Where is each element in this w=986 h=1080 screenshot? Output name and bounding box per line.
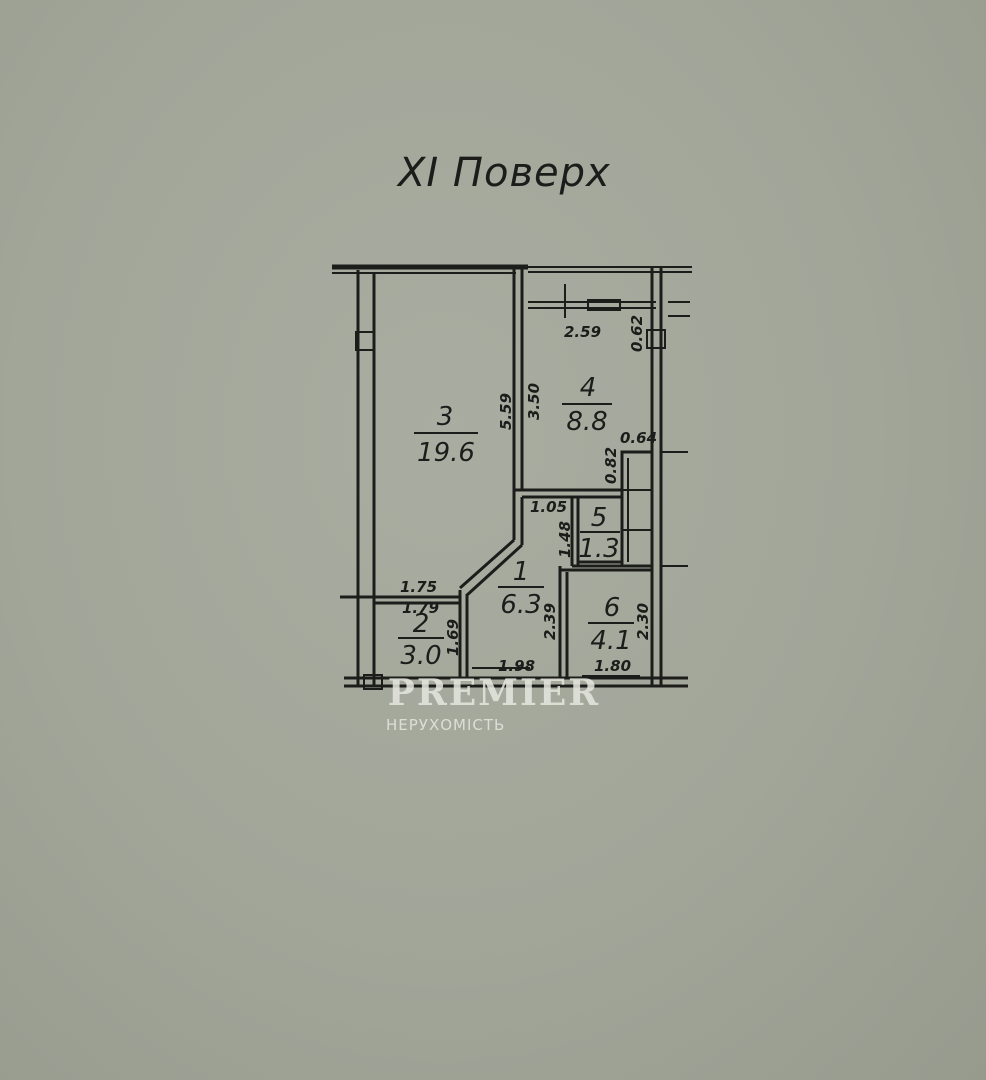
room-1-number: 1 [513,557,530,587]
room-5-area: 1.3 [578,534,619,564]
dim-label: 2.39 [541,603,559,640]
dim-label: 0.62 [628,315,646,352]
room-2-area: 3.0 [400,641,441,671]
room-6: 6 4.1 [588,593,634,656]
room-3-number: 3 [437,402,454,432]
dim-label: 1.48 [556,521,574,558]
dim-label: 0.64 [620,429,657,447]
room-1-area: 6.3 [500,590,541,620]
room-3: 3 19.6 [414,402,478,468]
watermark-logo: PREMIER НЕРУХОМІСТЬ [384,672,604,734]
dim-label: 3.50 [525,383,543,420]
dim-label: 1.79 [402,599,439,617]
room-5-number: 5 [591,503,608,533]
room-4: 4 8.8 [562,373,612,437]
dim-label: 5.59 [497,393,515,430]
dim-label: 1.69 [444,619,462,656]
dim-label: 0.82 [602,447,620,484]
dim-label: 2.59 [564,323,601,341]
room-2-number: 2 [413,609,430,639]
dim-label: 1.05 [530,498,567,516]
watermark-brand: PREMIER [387,672,601,714]
room-1: 1 6.3 [498,557,544,620]
floor-title: XI Поверх [398,150,611,196]
room-5: 5 1.3 [578,503,620,564]
room-2: 2 3.0 [398,609,444,671]
walls [332,264,692,690]
room-4-area: 8.8 [566,407,607,437]
room-6-number: 6 [604,593,621,623]
dim-label: 1.98 [498,657,535,675]
room-4-number: 4 [580,373,597,403]
room-6-area: 4.1 [590,626,631,656]
watermark-subtitle: НЕРУХОМІСТЬ [386,716,506,734]
dim-label: 2.30 [634,603,652,640]
dim-label: 1.80 [594,657,631,675]
room-3-area: 19.6 [417,438,475,468]
dim-label: 1.75 [400,578,437,596]
dimensions: 2.59 0.62 5.59 3.50 0.64 0.82 1.05 1.48 … [400,315,657,675]
